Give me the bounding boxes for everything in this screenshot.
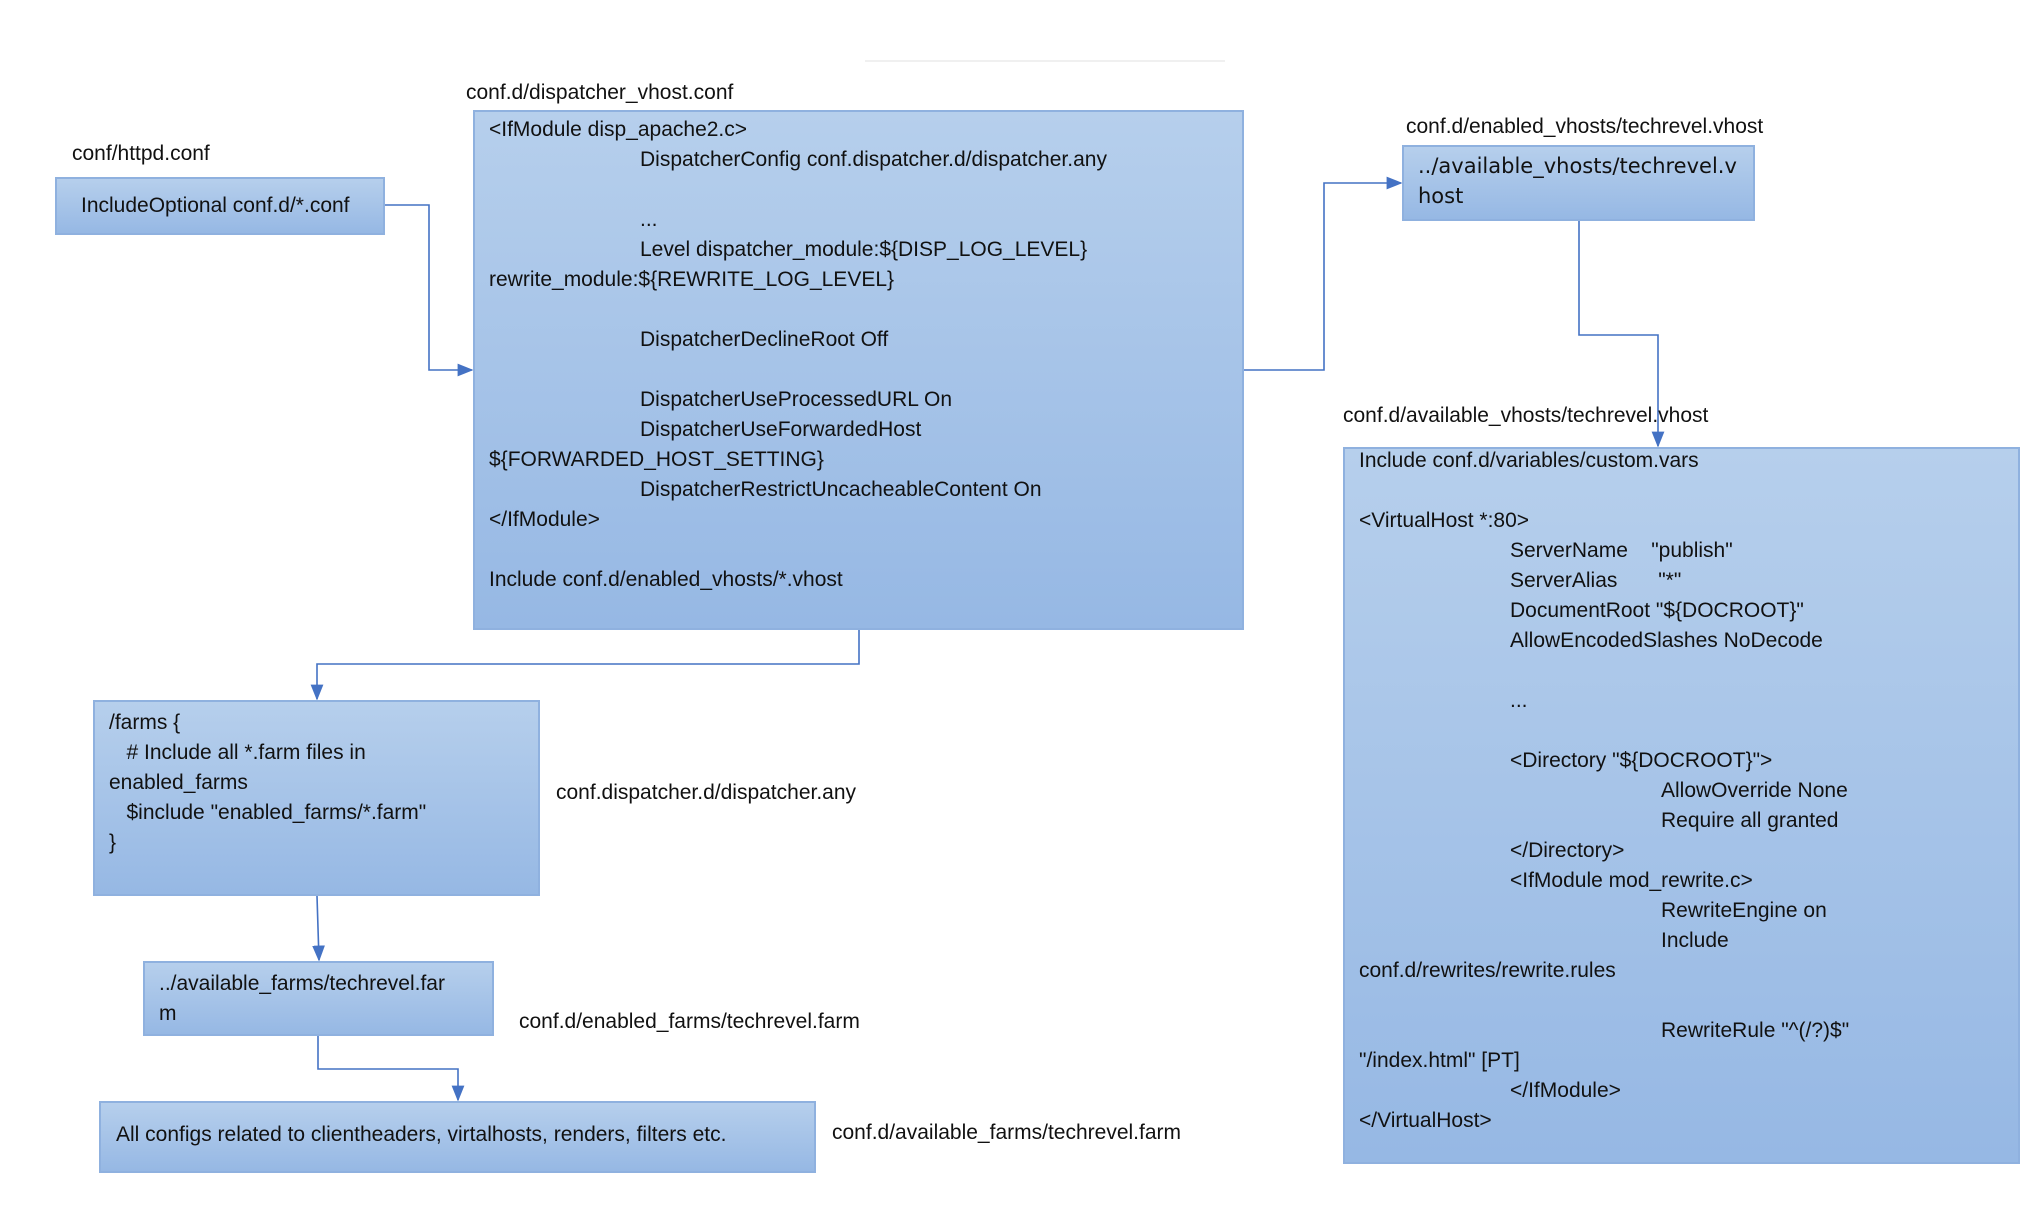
code-line: <Directory "${DOCROOT}"> xyxy=(1510,749,1773,772)
code-line: <IfModule mod_rewrite.c> xyxy=(1510,869,1753,892)
code-line: Require all granted xyxy=(1661,809,1839,832)
code-line: rewrite_module:${REWRITE_LOG_LEVEL} xyxy=(489,268,895,291)
code-line: DispatcherDeclineRoot Off xyxy=(640,328,889,351)
httpd-box: IncludeOptional conf.d/*.conf xyxy=(55,177,385,235)
code-line: </VirtualHost> xyxy=(1359,1109,1492,1132)
available-vhost-label: conf.d/available_vhosts/techrevel.vhost xyxy=(1343,404,1709,427)
enabled-farm-label: conf.d/enabled_farms/techrevel.farm xyxy=(519,1010,860,1033)
code-line: DispatcherUseForwardedHost xyxy=(640,418,922,441)
code-line: # Include all *.farm files in xyxy=(109,741,366,764)
code-line: DispatcherRestrictUncacheableContent On xyxy=(640,478,1042,501)
code-line: <VirtualHost *:80> xyxy=(1359,509,1530,532)
code-line: </IfModule> xyxy=(489,508,600,531)
code-line: <IfModule disp_apache2.c> xyxy=(489,118,748,141)
code-line: /farms { xyxy=(109,711,181,734)
code-line: AllowEncodedSlashes NoDecode xyxy=(1510,629,1823,652)
code-line: $include "enabled_farms/*.farm" xyxy=(109,801,427,824)
code-line: RewriteRule "^(/?)$" xyxy=(1661,1019,1850,1042)
code-line: Include xyxy=(1661,929,1729,952)
code-line: "/index.html" [PT] xyxy=(1359,1049,1520,1072)
code-line: conf.d/rewrites/rewrite.rules xyxy=(1359,959,1616,982)
httpd-text: IncludeOptional conf.d/*.conf xyxy=(81,194,350,217)
code-line: ServerName "publish" xyxy=(1510,539,1733,562)
code-line: Level dispatcher_module:${DISP_LOG_LEVEL… xyxy=(640,238,1088,261)
code-line: </IfModule> xyxy=(1510,1079,1621,1102)
httpd-label: conf/httpd.conf xyxy=(72,142,210,165)
available-farm-text: All configs related to clientheaders, vi… xyxy=(116,1123,727,1146)
code-line: DocumentRoot "${DOCROOT}" xyxy=(1510,599,1804,622)
code-line: host xyxy=(1418,184,1464,208)
code-line: RewriteEngine on xyxy=(1661,899,1827,922)
connector-enabled-farm-to-available-farm xyxy=(317,1036,465,1102)
dispatcher-vhost-box: <IfModule disp_apache2.c> DispatcherConfi… xyxy=(473,110,1244,630)
dispatcher-any-label: conf.dispatcher.d/dispatcher.any xyxy=(556,781,857,804)
connector-vhost-to-dispatcher-any xyxy=(310,630,860,701)
divider xyxy=(865,60,1225,62)
code-line: ... xyxy=(1510,689,1528,712)
dispatcher-any-box: /farms { # Include all *.farm files in en… xyxy=(93,700,540,896)
code-line: ../available_vhosts/techrevel.v xyxy=(1418,154,1737,178)
code-line: Include conf.d/variables/custom.vars xyxy=(1359,449,1699,472)
enabled-vhost-label: conf.d/enabled_vhosts/techrevel.vhost xyxy=(1406,115,1764,138)
code-line: ../available_farms/techrevel.far xyxy=(159,972,445,995)
available-vhost-box: Include conf.d/variables/custom.vars <Vir… xyxy=(1343,447,2020,1164)
available-farm-box: All configs related to clientheaders, vi… xyxy=(99,1101,816,1173)
code-line: } xyxy=(109,831,117,854)
connector-httpd-to-vhost xyxy=(385,204,474,377)
connector-vhost-to-enabled-vhost xyxy=(1244,176,1403,371)
code-line: ${FORWARDED_HOST_SETTING} xyxy=(489,448,824,471)
code-line: m xyxy=(159,1002,177,1025)
code-line: ServerAlias "*" xyxy=(1510,569,1682,592)
available-farm-label: conf.d/available_farms/techrevel.farm xyxy=(832,1121,1181,1144)
code-line: DispatcherConfig conf.dispatcher.d/dispa… xyxy=(640,148,1107,171)
code-line: </Directory> xyxy=(1510,839,1625,862)
connector-enabled-to-available-vhost xyxy=(1578,221,1665,448)
dispatcher-vhost-label: conf.d/dispatcher_vhost.conf xyxy=(466,81,734,104)
code-line: DispatcherUseProcessedURL On xyxy=(640,388,953,411)
code-line: ... xyxy=(640,208,658,231)
code-line: enabled_farms xyxy=(109,771,248,794)
code-line: AllowOverride None xyxy=(1661,779,1848,802)
connector-dispatcher-any-to-enabled-farm xyxy=(312,895,325,962)
code-line: Include conf.d/enabled_vhosts/*.vhost xyxy=(489,568,843,591)
